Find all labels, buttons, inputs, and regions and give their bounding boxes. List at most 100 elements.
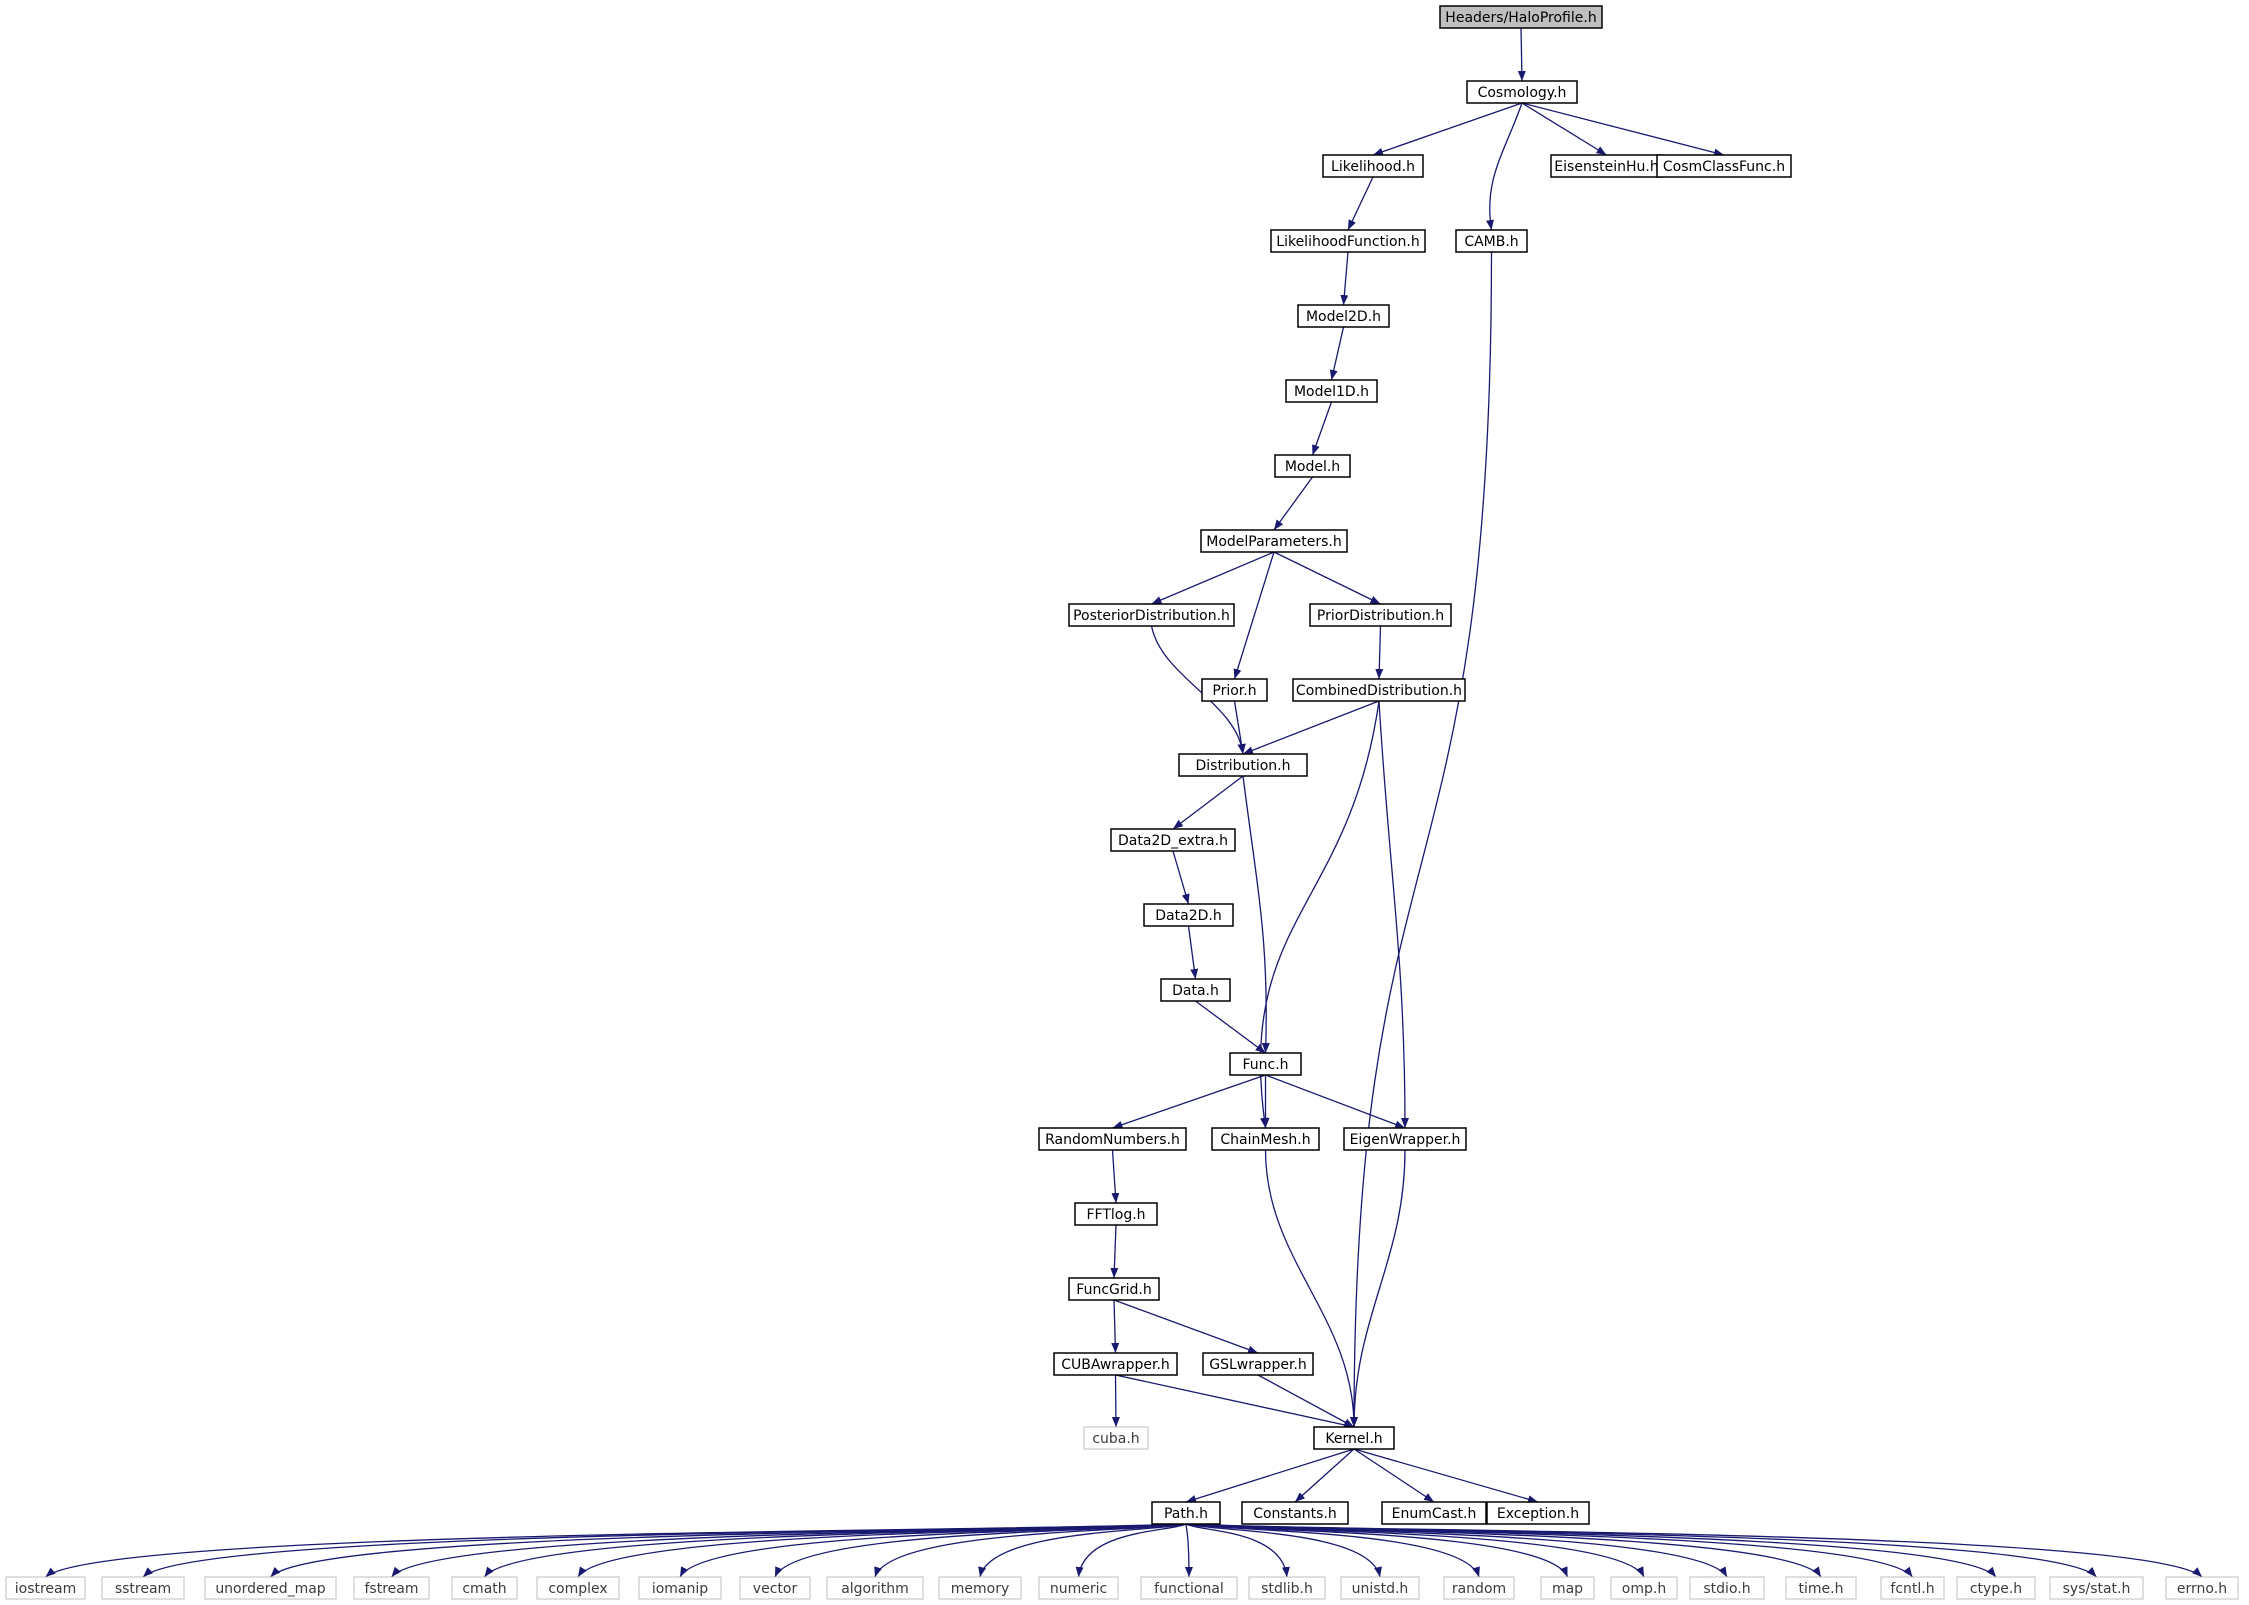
- node-box-constants: [1241, 1501, 1349, 1525]
- nodes-layer: Headers/HaloProfile.hCosmology.hLikeliho…: [5, 5, 2239, 1600]
- edge-prior-to-distribution: [1233, 700, 1246, 755]
- node-data2dextra[interactable]: Data2D_extra.h: [1110, 828, 1236, 852]
- node-enumcast[interactable]: EnumCast.h: [1381, 1501, 1487, 1525]
- edge-path-to-errno: [1185, 1523, 2203, 1578]
- node-box-modelparams: [1200, 529, 1348, 553]
- node-eisenstein[interactable]: EisensteinHu.h: [1550, 154, 1663, 178]
- node-posterior[interactable]: PosteriorDistribution.h: [1068, 603, 1235, 627]
- node-label-enumcast: EnumCast.h: [1392, 1506, 1477, 1522]
- node-path[interactable]: Path.h: [1151, 1501, 1221, 1525]
- node-box-cubah: [1083, 1426, 1149, 1450]
- node-label-distribution: Distribution.h: [1196, 758, 1291, 774]
- node-label-cosmclass: CosmClassFunc.h: [1663, 159, 1785, 175]
- node-box-kernel: [1313, 1426, 1395, 1450]
- node-box-eigen: [1343, 1127, 1467, 1151]
- node-box-posterior: [1068, 603, 1235, 627]
- node-model2d[interactable]: Model2D.h: [1297, 304, 1390, 328]
- edge-func-to-eigen: [1265, 1074, 1406, 1129]
- edge-funcgrid-to-cuba: [1111, 1299, 1120, 1354]
- edge-halo-to-cosmo: [1517, 27, 1526, 82]
- edge-path-to-numeric: [1075, 1523, 1187, 1578]
- node-funcgrid[interactable]: FuncGrid.h: [1068, 1277, 1160, 1301]
- node-camb[interactable]: CAMB.h: [1455, 229, 1528, 253]
- node-box-errno: [2165, 1576, 2239, 1600]
- node-exception[interactable]: Exception.h: [1486, 1501, 1590, 1525]
- node-label-path: Path.h: [1164, 1506, 1208, 1522]
- node-ctype: ctype.h: [1956, 1576, 2036, 1600]
- node-distribution[interactable]: Distribution.h: [1178, 753, 1308, 777]
- node-model1d[interactable]: Model1D.h: [1285, 379, 1378, 403]
- edge-cosmo-to-camb: [1485, 102, 1523, 231]
- node-likefunc[interactable]: LikelihoodFunction.h: [1270, 229, 1426, 253]
- node-chainmesh[interactable]: ChainMesh.h: [1211, 1127, 1320, 1151]
- node-fftlog[interactable]: FFTlog.h: [1074, 1202, 1158, 1226]
- node-fstream: fstream: [353, 1576, 430, 1600]
- node-label-stdlib: stdlib.h: [1261, 1581, 1313, 1597]
- node-gsl[interactable]: GSLwrapper.h: [1202, 1352, 1314, 1376]
- node-kernel[interactable]: Kernel.h: [1313, 1426, 1395, 1450]
- node-box-combined: [1292, 678, 1466, 702]
- edge-camb-to-kernel: [1350, 251, 1493, 1428]
- node-sysstat: sys/stat.h: [2049, 1576, 2144, 1600]
- node-box-iomanip: [638, 1576, 722, 1600]
- node-label-fftlog: FFTlog.h: [1086, 1207, 1145, 1223]
- node-modelparams[interactable]: ModelParameters.h: [1200, 529, 1348, 553]
- edge-path-to-functional: [1184, 1523, 1193, 1578]
- node-cosmo[interactable]: Cosmology.h: [1466, 80, 1578, 104]
- node-box-enumcast: [1381, 1501, 1487, 1525]
- edge-model-to-modelparams: [1273, 476, 1314, 531]
- node-box-map: [1540, 1576, 1595, 1600]
- node-label-numeric: numeric: [1050, 1581, 1107, 1597]
- edge-path-to-algorithm: [874, 1523, 1187, 1578]
- node-label-model2d: Model2D.h: [1306, 309, 1381, 325]
- node-data2d[interactable]: Data2D.h: [1143, 903, 1234, 927]
- node-label-likelihood: Likelihood.h: [1331, 159, 1415, 175]
- node-eigen[interactable]: EigenWrapper.h: [1343, 1127, 1467, 1151]
- node-box-exception: [1486, 1501, 1590, 1525]
- node-prior[interactable]: Prior.h: [1201, 678, 1268, 702]
- node-cuba[interactable]: CUBAwrapper.h: [1053, 1352, 1178, 1376]
- node-label-eisenstein: EisensteinHu.h: [1554, 159, 1658, 175]
- node-box-vector: [739, 1576, 811, 1600]
- node-label-randomext: random: [1452, 1581, 1506, 1597]
- edge-data2d-to-data: [1187, 925, 1199, 980]
- node-data[interactable]: Data.h: [1160, 978, 1231, 1002]
- node-box-model: [1274, 454, 1351, 478]
- node-box-cosmo: [1466, 80, 1578, 104]
- node-label-fstream: fstream: [365, 1581, 419, 1597]
- node-label-posterior: PosteriorDistribution.h: [1073, 608, 1230, 624]
- edge-combined-to-eigen: [1378, 700, 1409, 1129]
- node-random[interactable]: RandomNumbers.h: [1038, 1127, 1187, 1151]
- node-label-time: time.h: [1799, 1581, 1844, 1597]
- edge-posterior-to-distribution: [1150, 625, 1246, 755]
- edge-path-to-unistd: [1185, 1523, 1382, 1578]
- node-sstream: sstream: [101, 1576, 185, 1600]
- node-label-likefunc: LikelihoodFunction.h: [1276, 234, 1419, 250]
- node-box-ctype: [1956, 1576, 2036, 1600]
- edge-path-to-stdlib: [1185, 1523, 1290, 1578]
- edge-kernel-to-exception: [1353, 1448, 1539, 1504]
- node-box-random: [1038, 1127, 1187, 1151]
- node-iostream: iostream: [5, 1576, 86, 1600]
- node-priordist[interactable]: PriorDistribution.h: [1309, 603, 1452, 627]
- edge-gsl-to-kernel: [1257, 1374, 1355, 1428]
- edge-chainmesh-to-kernel: [1264, 1149, 1358, 1428]
- node-box-data2d: [1143, 903, 1234, 927]
- node-likelihood[interactable]: Likelihood.h: [1322, 154, 1424, 178]
- node-box-halo: [1439, 5, 1603, 29]
- node-combined[interactable]: CombinedDistribution.h: [1292, 678, 1466, 702]
- node-model[interactable]: Model.h: [1274, 454, 1351, 478]
- node-label-sstream: sstream: [115, 1581, 171, 1597]
- node-constants[interactable]: Constants.h: [1241, 1501, 1349, 1525]
- edge-likelihood-to-likefunc: [1347, 176, 1374, 231]
- node-box-umap: [204, 1576, 337, 1600]
- node-box-likefunc: [1270, 229, 1426, 253]
- node-errno: errno.h: [2165, 1576, 2239, 1600]
- edge-model2d-to-model1d: [1329, 326, 1345, 381]
- node-func[interactable]: Func.h: [1229, 1052, 1302, 1076]
- node-halo[interactable]: Headers/HaloProfile.h: [1439, 5, 1603, 29]
- node-label-kernel: Kernel.h: [1325, 1431, 1382, 1447]
- node-memory: memory: [938, 1576, 1022, 1600]
- node-cosmclass[interactable]: CosmClassFunc.h: [1656, 154, 1792, 178]
